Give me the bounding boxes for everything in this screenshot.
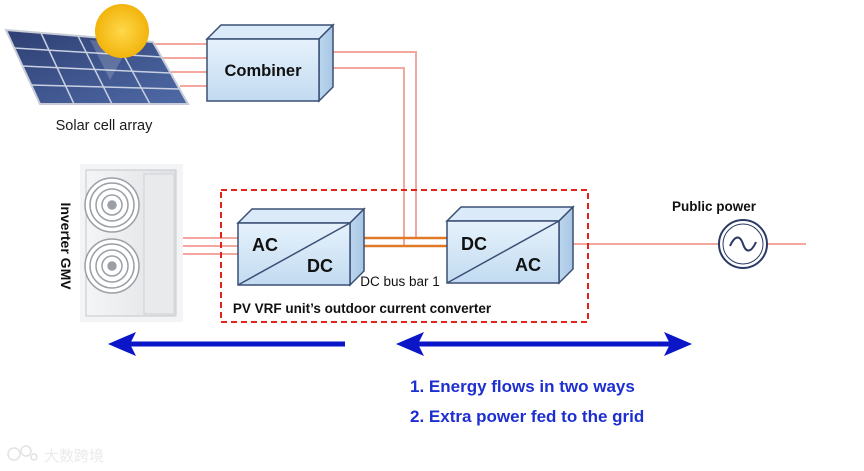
arrow-left-icon bbox=[108, 332, 345, 356]
converter-right-bottom-label: AC bbox=[515, 255, 541, 275]
solar-to-combiner-wires bbox=[150, 43, 209, 87]
converter-group-outline bbox=[220, 189, 589, 323]
dc-bus-label: DC bus bar 1 bbox=[360, 274, 440, 289]
combiner-box: Combiner bbox=[205, 23, 335, 103]
ac-source-icon bbox=[718, 219, 768, 269]
combiner-label: Combiner bbox=[224, 62, 302, 80]
watermark: 大数跨境 bbox=[7, 445, 104, 465]
watermark-logo-icon bbox=[7, 445, 38, 461]
sun-icon bbox=[95, 4, 149, 58]
fan-top bbox=[84, 177, 140, 233]
note-extra-power-grid: 2. Extra power fed to the grid bbox=[410, 407, 644, 426]
double-arrow-icon bbox=[396, 332, 692, 356]
public-power-label: Public power bbox=[672, 199, 757, 214]
energy-flow-arrows bbox=[108, 332, 692, 356]
note-energy-two-ways: 1. Energy flows in two ways bbox=[410, 377, 635, 396]
watermark-text: 大数跨境 bbox=[44, 447, 104, 465]
fan-bottom bbox=[84, 238, 140, 294]
dc-bus-wires bbox=[360, 236, 447, 248]
outdoor-unit-icon bbox=[80, 164, 183, 322]
converter-group-caption: PV VRF unit’s outdoor current converter bbox=[233, 301, 492, 316]
converter-right-box: DC AC bbox=[445, 205, 575, 285]
solar-label: Solar cell array bbox=[56, 118, 153, 134]
converter-left-bottom-label: DC bbox=[307, 256, 333, 276]
converter-left-top-label: AC bbox=[252, 235, 278, 255]
unit-to-converter-wires bbox=[181, 237, 238, 255]
wires bbox=[150, 43, 806, 255]
converter-right-top-label: DC bbox=[461, 234, 487, 254]
inverter-unit-label: Inverter GMV bbox=[58, 202, 74, 290]
converter-left-box: AC DC bbox=[236, 207, 366, 287]
